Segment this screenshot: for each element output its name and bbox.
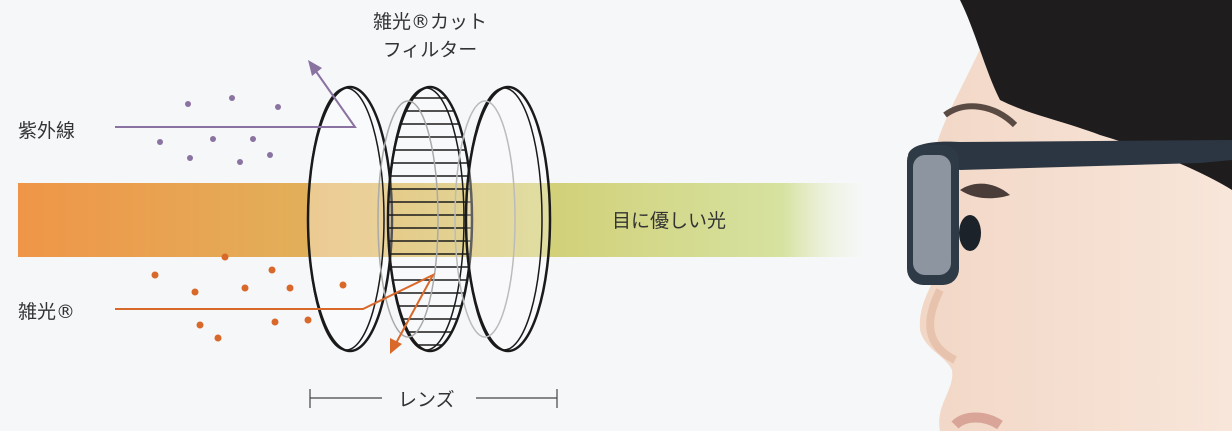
filter-title-line2: フィルター [382,39,478,61]
uv-particle [157,139,163,145]
uv-particle [187,155,193,161]
lens-dimension-line [309,389,558,408]
uv-particle [275,104,281,110]
uv-particle [237,159,243,165]
uv-ray [115,60,357,128]
uv-particles [157,95,281,165]
lens-stack [306,85,552,353]
stray-light-ray [115,272,436,354]
uv-particle [250,136,256,142]
stray-light-particle [196,321,204,329]
stray-light-particle [339,281,347,289]
stray-light-particle [304,316,312,324]
lens-label: レンズ [398,389,455,411]
woman-with-glasses-photo [907,0,1232,431]
stray-light-particle [214,334,222,342]
light-band [18,183,868,257]
filter-title-line1: 雑光®カット [372,11,487,33]
filter-title: 雑光®カット フィルター [330,8,530,64]
uv-particle [229,95,235,101]
uv-particle [185,101,191,107]
uv-particle [210,136,216,142]
stray-light-particle [241,284,249,292]
stray-light-particle [268,266,276,274]
stray-light-particle [286,284,294,292]
stray-light-label: 雑光® [18,301,76,323]
stray-light-particle [151,271,159,279]
stray-light-particle [221,253,229,261]
stray-light-particle [191,288,199,296]
stray-light-particle [271,318,279,326]
uv-label: 紫外線 [18,120,76,142]
eye-friendly-light-label: 目に優しい光 [612,210,727,232]
stray-light-particles [151,253,347,342]
uv-particle [267,152,273,158]
lens-back [464,85,552,353]
